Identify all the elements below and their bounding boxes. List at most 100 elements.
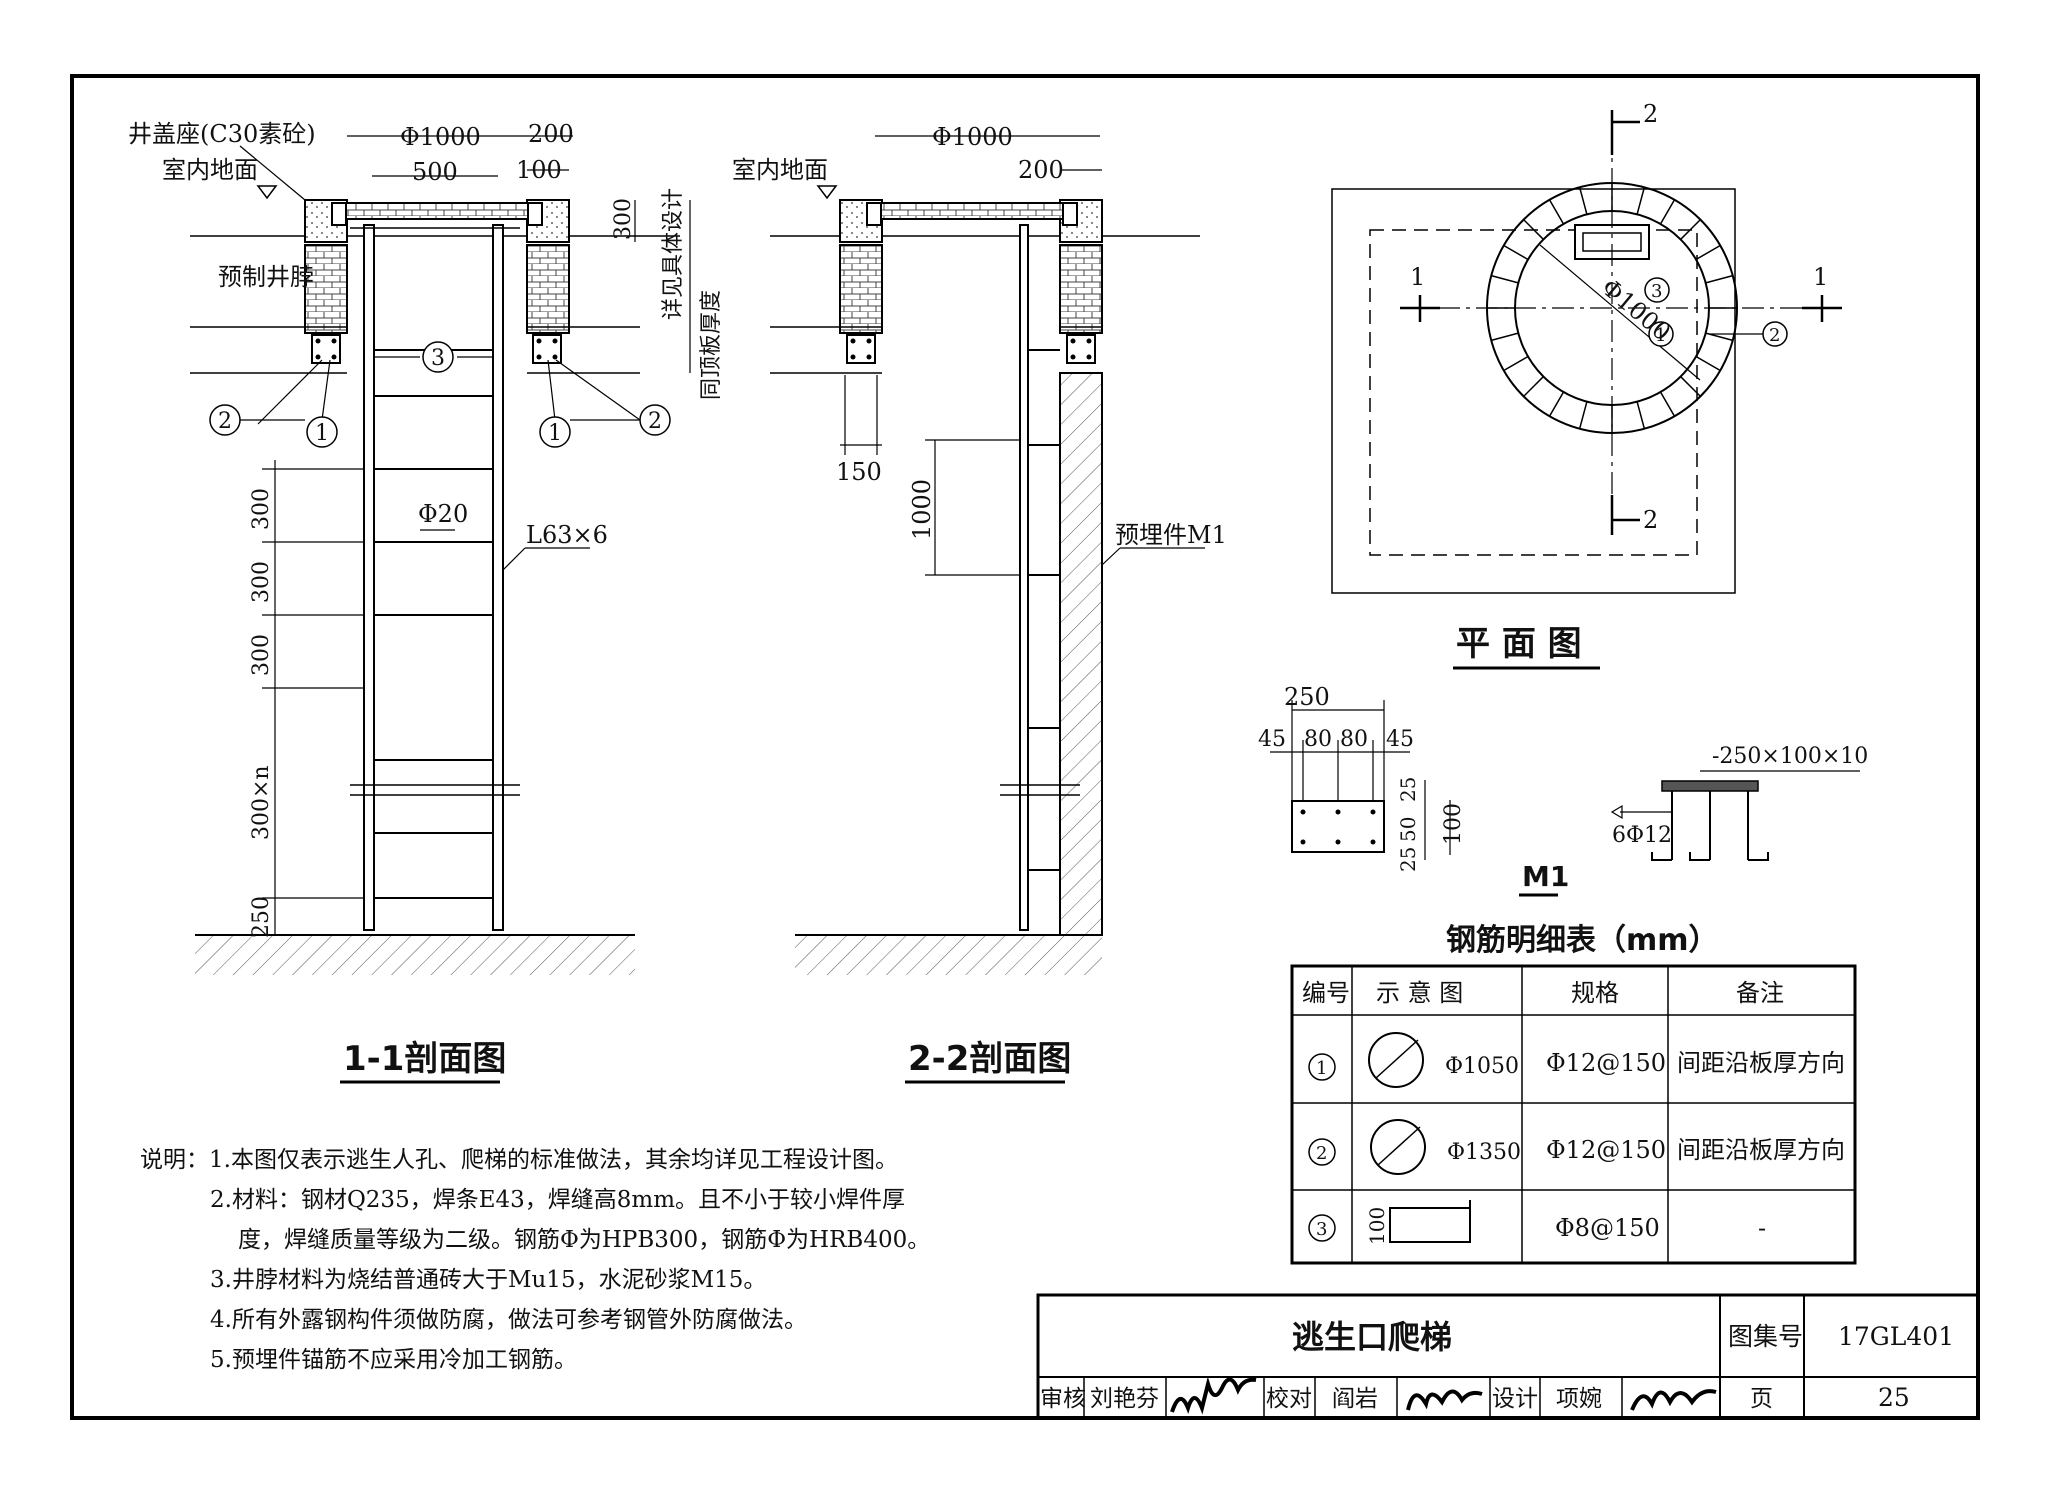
- note-line-4: 3.井脖材料为烧结普通砖大于Mu15，水泥砂浆M15。: [210, 1267, 767, 1293]
- plan-ring-spoke: [1523, 219, 1544, 240]
- plan-ring-spoke: [1659, 199, 1676, 225]
- dim-500: 500: [412, 158, 458, 186]
- dim-s2: 300: [249, 561, 274, 603]
- plan-ring-spoke: [1695, 355, 1721, 372]
- plan-cut-1-left: 1: [1410, 263, 1425, 291]
- note-line-3: 度，焊缝质量等级为二级。钢筋Φ为HPB300，钢筋Φ为HRB400。: [238, 1227, 931, 1253]
- dim-150: 150: [836, 458, 882, 486]
- rebar-table-title: 钢筋明细表（mm）: [1446, 923, 1719, 958]
- plan-ring-spoke: [1523, 376, 1544, 397]
- plan-ring-spoke: [1659, 391, 1676, 417]
- design-note: 详见具体设计: [661, 188, 686, 320]
- plan-ring-spoke: [1680, 376, 1701, 397]
- title-block: [1036, 1293, 1980, 1420]
- table-row-3-note: -: [1758, 1214, 1766, 1242]
- checker-name: 阎岩: [1332, 1386, 1378, 1412]
- note-line-2: 2.材料：钢材Q235，焊条E43，焊缝高8mm。且不小于较小焊件厚: [210, 1187, 906, 1213]
- plan-marker-2: 2: [1769, 325, 1780, 346]
- plan-ring-spoke: [1503, 244, 1529, 261]
- m1-h25a: 25: [1396, 777, 1420, 802]
- table-row-1-note: 间距沿板厚方向: [1677, 1049, 1845, 1077]
- cover-seat-label: 井盖座(C30素砼): [128, 120, 316, 148]
- dim-d1000-22: Φ1000: [932, 123, 1013, 151]
- review-label: 审核: [1040, 1386, 1086, 1412]
- table-row-3-dim: 100: [1365, 1207, 1389, 1245]
- m1-h25b: 25: [1396, 847, 1420, 872]
- precast-neck-label: 预制井脖: [218, 263, 314, 291]
- dim-sn: 300×n: [249, 765, 274, 840]
- plan-ring-spoke: [1705, 274, 1733, 284]
- table-row-2-spec: Φ12@150: [1546, 1136, 1666, 1164]
- plan-ring-spoke: [1503, 355, 1529, 372]
- plan-cut-2-top: 2: [1643, 100, 1658, 128]
- m1-title: M1: [1522, 860, 1569, 893]
- m1-w80a: 80: [1304, 727, 1332, 752]
- table-row-3-marker: [1308, 1214, 1336, 1242]
- anchors-label: 6Φ12: [1612, 823, 1672, 848]
- atlas-label: 图集号: [1728, 1322, 1803, 1351]
- dim-200-22: 200: [1018, 156, 1064, 184]
- m1-w45a: 45: [1258, 727, 1286, 752]
- table-row-2-marker: [1308, 1138, 1336, 1166]
- section-1-1-title: 1-1剖面图: [343, 1039, 506, 1079]
- check-label: 校对: [1266, 1386, 1312, 1412]
- plan-ring-spoke: [1695, 244, 1721, 261]
- dim-d1000-11: Φ1000: [400, 123, 481, 151]
- table-header-spec: 规格: [1571, 979, 1619, 1007]
- note-line-1: 说明：1.本图仅表示逃生人孔、爬梯的标准做法，其余均详见工程设计图。: [140, 1147, 898, 1173]
- plan-title: 平 面 图: [1456, 624, 1582, 664]
- table-row-2-no: 2: [1316, 1143, 1327, 1164]
- m1-w250: 250: [1284, 683, 1330, 711]
- drawing-title: 逃生口爬梯: [1292, 1318, 1452, 1356]
- section-1-1: [190, 135, 691, 975]
- table-header-sketch: 示 意 图: [1376, 979, 1463, 1007]
- table-row-3-no: 3: [1316, 1219, 1327, 1240]
- atlas-no: 17GL401: [1838, 1322, 1954, 1351]
- m1-h50: 50: [1396, 817, 1420, 842]
- marker-2-11b: 2: [648, 409, 662, 434]
- note-line-6: 5.预埋件锚筋不应采用冷加工钢筋。: [210, 1347, 577, 1373]
- table-row-1-spec: Φ12@150: [1546, 1049, 1666, 1077]
- dim-100: 100: [516, 156, 562, 184]
- plan-cut-1-right: 1: [1813, 263, 1828, 291]
- dim-200-11: 200: [528, 120, 574, 148]
- plate-label: -250×100×10: [1712, 744, 1868, 769]
- marker-2-11a: 2: [218, 409, 232, 434]
- designer-name: 项婉: [1556, 1386, 1602, 1412]
- plan-ring-spoke: [1636, 187, 1646, 215]
- plan-ring-spoke: [1548, 391, 1565, 417]
- dim-s250: 250: [249, 896, 274, 938]
- marker-1-11a: 1: [315, 421, 329, 446]
- table-row-3-spec: Φ8@150: [1555, 1214, 1660, 1242]
- note-line-5: 4.所有外露钢构件须做防腐，做法可参考钢管外防腐做法。: [210, 1307, 807, 1333]
- marker-3-11: 3: [431, 346, 445, 371]
- plan-ring-spoke: [1636, 401, 1646, 429]
- plan-marker-1: 1: [1655, 325, 1666, 346]
- sheet-border: [70, 74, 1980, 1420]
- marker-1-11b: 1: [548, 421, 562, 446]
- table-row-1-no: 1: [1316, 1058, 1327, 1079]
- plan-ring-spoke: [1491, 332, 1519, 342]
- bar-d20-label: Φ20: [418, 500, 468, 528]
- plan-ring-spoke: [1578, 187, 1588, 215]
- indoor-floor-label-2: 室内地面: [732, 156, 828, 184]
- table-row-2-dim: Φ1350: [1447, 1140, 1521, 1165]
- m1-w80b: 80: [1340, 727, 1368, 752]
- plan-view: [1331, 110, 1842, 594]
- rebar-table: [1290, 964, 1857, 1265]
- dim-s1: 300: [249, 488, 274, 530]
- table-row-2-note: 间距沿板厚方向: [1677, 1136, 1845, 1164]
- page-label: 页: [1750, 1386, 1773, 1412]
- section-2-2: [770, 135, 1205, 975]
- dim-300-top: 300: [611, 198, 636, 240]
- table-row-1-dim: Φ1050: [1445, 1054, 1519, 1079]
- m1-detail: [1270, 700, 1860, 861]
- plan-marker-3: 3: [1651, 281, 1662, 302]
- embedded-part-label: 预埋件M1: [1115, 521, 1227, 549]
- page-no: 25: [1878, 1383, 1910, 1412]
- dim-1000v: 1000: [908, 479, 936, 540]
- indoor-floor-label: 室内地面: [162, 156, 258, 184]
- angle-label: L63×6: [526, 521, 608, 549]
- m1-h100: 100: [1441, 803, 1466, 845]
